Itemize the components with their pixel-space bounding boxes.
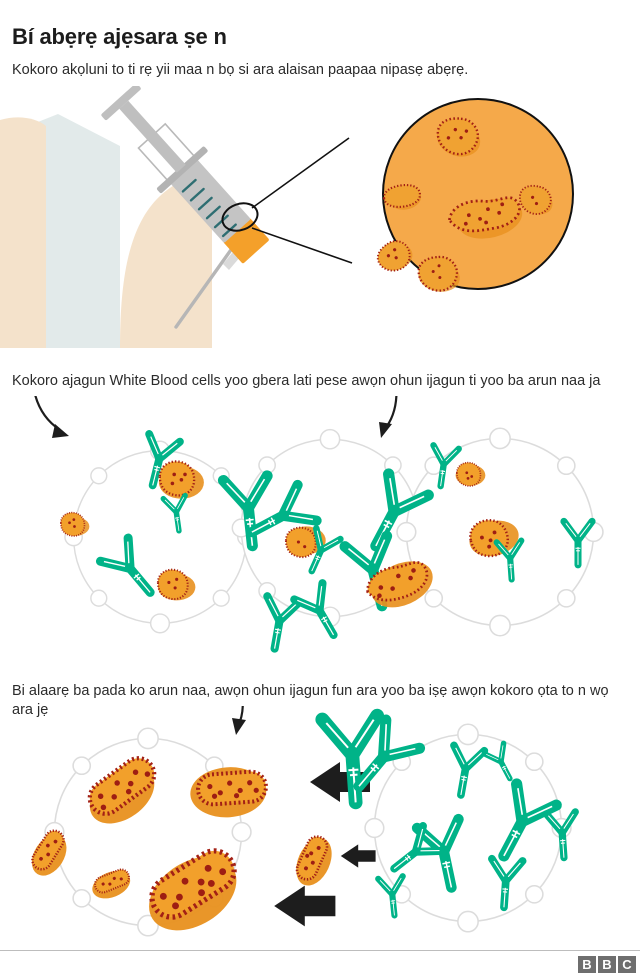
step-3-caption: Bi alaarẹ ba pada ko arun naa, awọn ohun… xyxy=(12,682,609,718)
pointer-arrow-left xyxy=(34,396,61,431)
syringe-graduations xyxy=(181,178,237,238)
syringe-plunger-head xyxy=(101,86,141,120)
virus-particle xyxy=(465,514,519,562)
virus-particle xyxy=(158,460,204,499)
virus-particle xyxy=(366,561,433,608)
magnifier-connector-top xyxy=(251,137,350,209)
magnifier-virus-group xyxy=(372,111,557,295)
pointer-arrow-left-head xyxy=(52,424,69,438)
standfirst-text: Kokoro akọluni to ti rẹ yii maa n bọ si … xyxy=(12,61,469,78)
bbc-logo: B B C xyxy=(578,956,636,973)
arm-shape xyxy=(0,117,46,348)
virus-particle xyxy=(455,461,486,487)
step-2-caption: Kokoro ajagun White Blood cells yoo gber… xyxy=(12,372,601,389)
syringe-plunger-rod xyxy=(119,100,186,173)
footer-divider xyxy=(0,950,640,951)
bacterium xyxy=(292,832,332,886)
antibody xyxy=(259,596,300,651)
virus-particle xyxy=(156,568,196,601)
bbc-logo-letter-2: B xyxy=(598,956,616,973)
magnifier-source-ring xyxy=(221,202,259,232)
needle-shaft xyxy=(174,245,235,329)
pointer-arrow-right-head xyxy=(379,422,392,438)
magnifier-connector-bottom xyxy=(251,227,353,264)
illustration-immune-response xyxy=(0,396,640,658)
upper-arm-shape xyxy=(120,178,212,348)
bacterium xyxy=(136,840,252,931)
virus-particle xyxy=(60,511,90,537)
pointer-arrow-memory-head xyxy=(232,718,246,735)
attack-arrow xyxy=(274,885,336,927)
syringe-flange xyxy=(157,146,208,193)
bacterium xyxy=(91,866,133,899)
bbc-logo-letter-1: B xyxy=(578,956,596,973)
bbc-logo-letter-3: C xyxy=(618,956,636,973)
illustration-injection xyxy=(0,86,640,348)
bacterium xyxy=(27,825,69,876)
bacterium xyxy=(190,767,269,818)
magnifier-circle xyxy=(382,98,574,290)
attack-arrow xyxy=(340,844,376,868)
illustration-immune-memory xyxy=(0,706,640,954)
page-title: Bí abẹrẹ ajẹsara ṣe n xyxy=(12,23,227,49)
bacterium xyxy=(79,752,169,824)
